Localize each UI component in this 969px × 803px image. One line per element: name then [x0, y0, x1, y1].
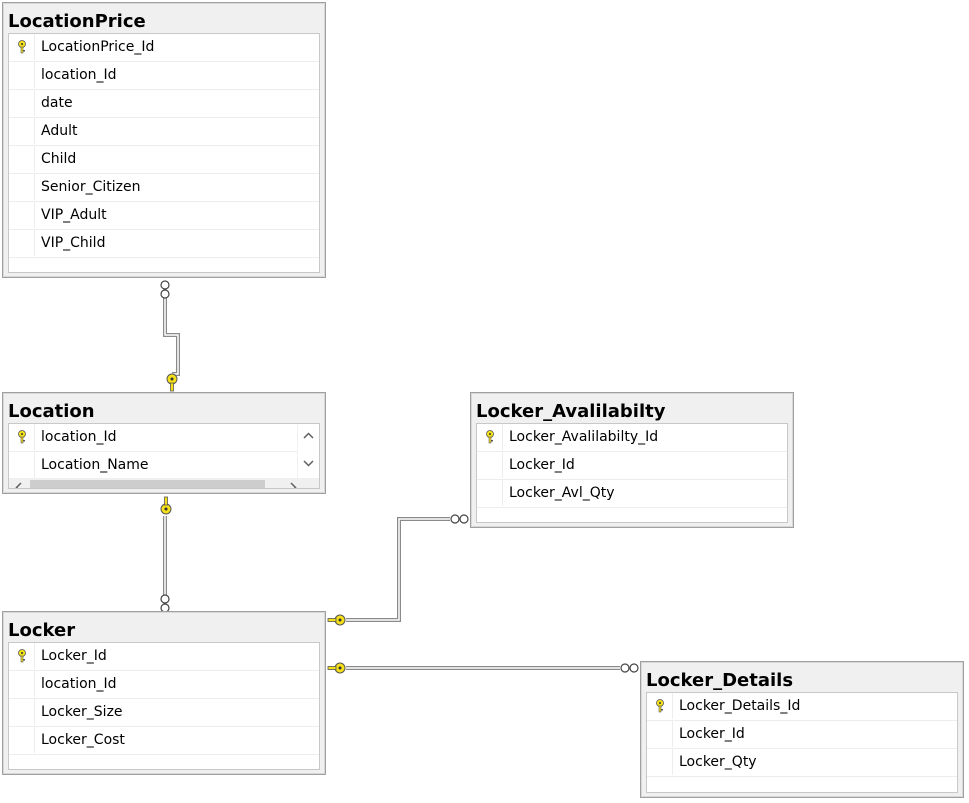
column-name: Adult	[41, 123, 78, 139]
table-title: Locker_Avalilabilty	[476, 401, 666, 422]
horizontal-scrollbar[interactable]	[9, 478, 319, 489]
table-location-price[interactable]: LocationPrice LocationPrice_Id location_…	[2, 2, 326, 278]
column-name: Locker_Size	[41, 704, 123, 720]
column-row[interactable]: location_Id	[9, 671, 319, 699]
key-icon	[486, 430, 494, 444]
column-name: date	[41, 95, 73, 111]
column-name: Senior_Citizen	[41, 179, 141, 195]
table-locker-details[interactable]: Locker_Details Locker_Details_Id Locker_…	[640, 661, 964, 798]
infinity-icon	[160, 280, 170, 299]
column-name: VIP_Adult	[41, 207, 107, 223]
infinity-icon	[620, 663, 639, 673]
key-icon	[160, 496, 172, 515]
infinity-icon	[160, 594, 170, 613]
column-row[interactable]: Locker_Id	[9, 643, 319, 671]
column-row[interactable]: Locker_Avl_Qty	[477, 480, 787, 508]
column-row[interactable]: VIP_Child	[9, 230, 319, 258]
table-title: LocationPrice	[8, 11, 146, 32]
column-grid: Locker_Id location_Id Locker_Size Locker…	[8, 642, 320, 770]
column-name: location_Id	[41, 676, 117, 692]
column-name: Locker_Id	[41, 648, 107, 664]
column-name: Locker_Details_Id	[679, 698, 801, 714]
column-grid: location_Id Location_Name	[8, 423, 320, 489]
column-row[interactable]: Locker_Size	[9, 699, 319, 727]
column-row[interactable]: Locker_Avalilabilty_Id	[477, 424, 787, 452]
chevron-down-icon[interactable]	[303, 460, 314, 467]
table-location[interactable]: Location location_Id Location_Name	[2, 392, 326, 494]
table-locker-availability[interactable]: Locker_Avalilabilty Locker_Avalilabilty_…	[470, 392, 794, 528]
column-name: Locker_Cost	[41, 732, 125, 748]
rel-location-price[interactable]	[163, 298, 180, 376]
column-name: Locker_Id	[679, 726, 745, 742]
table-title: Locker	[8, 620, 76, 641]
key-icon	[327, 614, 346, 626]
table-locker[interactable]: Locker Locker_Id location_Id Locker_Size…	[2, 611, 326, 775]
column-row[interactable]: Locker_Id	[647, 721, 957, 749]
table-title: Location	[8, 401, 95, 422]
chevron-left-icon[interactable]	[15, 482, 22, 489]
column-row[interactable]: Adult	[9, 118, 319, 146]
column-grid: LocationPrice_Id location_Id date Adult …	[8, 33, 320, 273]
column-name: Locker_Avalilabilty_Id	[509, 429, 659, 445]
column-name: location_Id	[41, 429, 117, 445]
column-name: VIP_Child	[41, 235, 106, 251]
key-icon	[18, 430, 26, 444]
column-row[interactable]: Locker_Details_Id	[647, 693, 957, 721]
chevron-up-icon[interactable]	[303, 432, 314, 439]
column-name: Locker_Id	[509, 457, 575, 473]
column-name: LocationPrice_Id	[41, 39, 155, 55]
rel-locker-availability[interactable]	[346, 517, 450, 622]
key-icon	[327, 662, 346, 674]
column-row[interactable]: location_Id	[9, 62, 319, 90]
column-name: Location_Name	[41, 457, 149, 473]
key-icon	[656, 699, 664, 713]
column-name: Locker_Qty	[679, 754, 757, 770]
infinity-icon	[450, 514, 469, 524]
column-row[interactable]: LocationPrice_Id	[9, 34, 319, 62]
column-row[interactable]: Locker_Id	[477, 452, 787, 480]
vertical-scrollbar[interactable]	[297, 424, 319, 478]
column-grid: Locker_Avalilabilty_Id Locker_Id Locker_…	[476, 423, 788, 523]
column-row[interactable]: Locker_Qty	[647, 749, 957, 777]
column-row[interactable]: Senior_Citizen	[9, 174, 319, 202]
column-row[interactable]: Location_Name	[9, 452, 298, 480]
key-icon	[166, 373, 178, 392]
table-title: Locker_Details	[646, 670, 794, 691]
column-row[interactable]: Locker_Cost	[9, 727, 319, 755]
column-row[interactable]: date	[9, 90, 319, 118]
chevron-right-icon[interactable]	[290, 482, 297, 489]
scroll-thumb[interactable]	[30, 480, 265, 488]
column-row[interactable]: Child	[9, 146, 319, 174]
column-name: Locker_Avl_Qty	[509, 485, 615, 501]
key-icon	[18, 649, 26, 663]
column-name: location_Id	[41, 67, 117, 83]
key-icon	[18, 40, 26, 54]
column-row[interactable]: VIP_Adult	[9, 202, 319, 230]
column-row[interactable]: location_Id	[9, 424, 298, 452]
column-name: Child	[41, 151, 77, 167]
column-grid: Locker_Details_Id Locker_Id Locker_Qty	[646, 692, 958, 793]
